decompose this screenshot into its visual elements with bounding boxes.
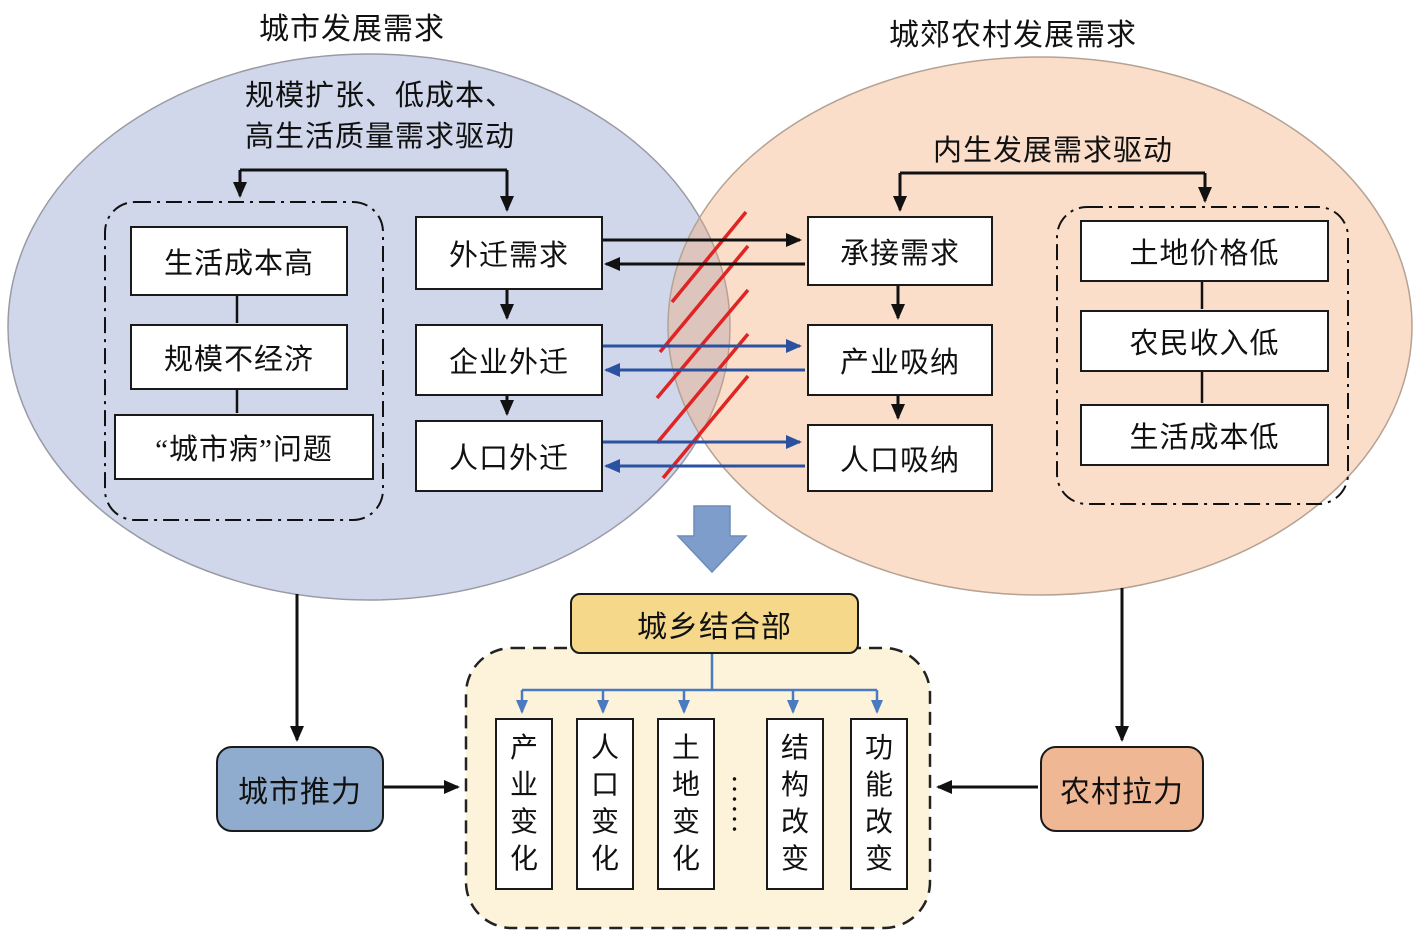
- right-driver-text: 内生发展需求驱动: [932, 135, 1173, 167]
- right-driver-branch-arrows: [893, 171, 1212, 212]
- factor-high-living-cost: 生活成本高: [130, 226, 348, 296]
- flow-population-absorption: 人口吸纳: [807, 424, 993, 492]
- flow-relocation-demand: 外迁需求: [415, 216, 603, 290]
- change-structure: 结构改变: [766, 718, 824, 890]
- left-driver-line1: 规模扩张、低成本、: [244, 80, 515, 112]
- industry-exchange-arrows: [601, 339, 805, 377]
- left-region-title: 城市发展需求: [259, 13, 445, 46]
- change-industry: 产业变化: [495, 718, 553, 890]
- fringe-box: 城乡结合部: [570, 593, 859, 654]
- factor-link-lines: [235, 279, 1204, 413]
- right-factors-container: [1056, 206, 1349, 505]
- left-driver-text: 规模扩张、低成本、 高生活质量需求驱动: [222, 76, 538, 158]
- flow-population-relocation: 人口外迁: [415, 420, 603, 492]
- fringe-fan-arrows: [516, 651, 883, 714]
- flow-enterprise-relocation: 企业外迁: [415, 324, 603, 396]
- flow-column-arrows: [500, 283, 905, 420]
- left-driver-branch-arrows: [233, 168, 514, 212]
- factor-diseconomies-of-scale: 规模不经济: [130, 324, 348, 390]
- population-exchange-arrows: [601, 435, 805, 473]
- right-region-title: 城郊农村发展需求: [889, 19, 1137, 52]
- factor-low-living-cost: 生活成本低: [1080, 404, 1329, 466]
- flow-industry-absorption: 产业吸纳: [807, 324, 993, 396]
- change-population: 人口变化: [576, 718, 634, 890]
- factor-urban-disease: “城市病”问题: [114, 414, 374, 480]
- changes-ellipsis: ……: [726, 774, 759, 834]
- flow-undertaking-demand: 承接需求: [807, 216, 993, 286]
- factor-low-land-price: 土地价格低: [1080, 220, 1329, 282]
- left-driver-line2: 高生活质量需求驱动: [244, 121, 515, 153]
- factor-low-farmer-income: 农民收入低: [1080, 310, 1329, 372]
- change-land: 土地变化: [657, 718, 715, 890]
- rural-pull-box: 农村拉力: [1040, 746, 1204, 832]
- push-pull-arrows: [290, 588, 1129, 794]
- change-function: 功能改变: [850, 718, 908, 890]
- demand-exchange-arrows: [601, 233, 805, 271]
- down-block-arrow-icon: [676, 505, 748, 574]
- urban-push-box: 城市推力: [216, 746, 384, 832]
- left-factors-container: [104, 201, 384, 521]
